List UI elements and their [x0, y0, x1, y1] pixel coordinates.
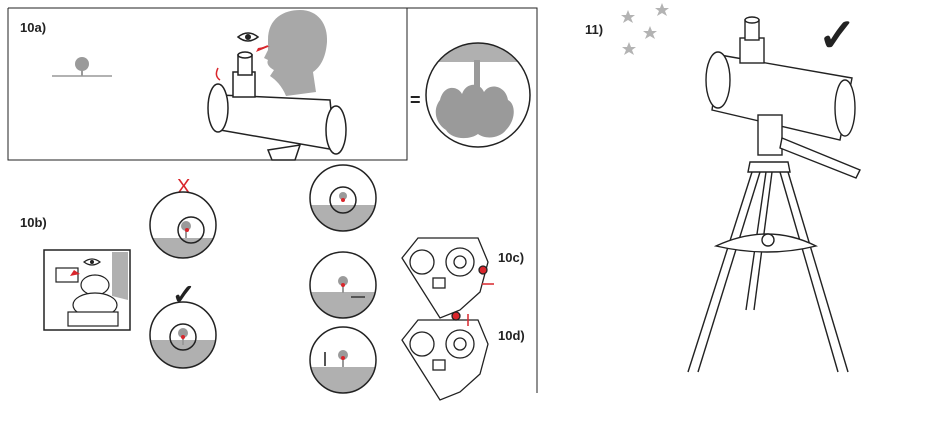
view-horizontal-offset [309, 251, 377, 319]
telescope-on-tripod [687, 16, 861, 373]
rotate-arrow-icon [215, 67, 221, 81]
finder-bracket-10c [401, 237, 489, 319]
head-silhouette [264, 10, 328, 96]
distant-tree [52, 57, 112, 77]
step-10b-label: 10b) [20, 215, 47, 230]
view-vertical-offset [309, 326, 377, 394]
panel-frames [7, 7, 538, 393]
view-correct [149, 301, 217, 369]
step-11-label: 11) [585, 22, 604, 37]
step-10d-label: 10d) [498, 328, 525, 343]
finder-bracket-10d [401, 311, 489, 401]
star-icon-group [621, 3, 669, 55]
telescope-tube [207, 51, 347, 161]
view-wrong [149, 191, 217, 259]
eye-icon [236, 32, 260, 42]
equals-sign: = [410, 90, 421, 110]
view-aligned [309, 164, 377, 232]
step-10a-label: 10a) [20, 20, 47, 35]
eyepiece-view-10a [425, 42, 531, 148]
step-10c-label: 10c) [498, 250, 525, 265]
finder-scope-sketch [43, 249, 131, 331]
checkmark-icon-large: ✓ [818, 9, 857, 61]
